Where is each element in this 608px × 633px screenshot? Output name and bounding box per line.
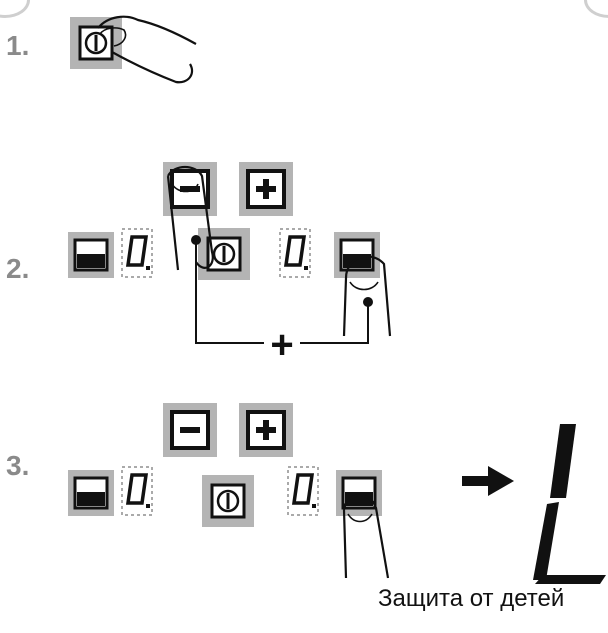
step-3-left-digit-display bbox=[120, 465, 154, 517]
step-2-plus-button[interactable] bbox=[237, 160, 295, 218]
step-2-finger-icon-right bbox=[342, 255, 392, 337]
step-3-minus-button[interactable] bbox=[161, 401, 219, 459]
step-2-left-digit-display bbox=[120, 227, 154, 279]
step-3-number: 3. bbox=[6, 450, 30, 481]
step-3-power-button[interactable] bbox=[200, 473, 256, 529]
step-3-left-zone-button[interactable] bbox=[66, 468, 116, 518]
step-2-number: 2. bbox=[6, 253, 30, 284]
step-1-power-button[interactable] bbox=[68, 15, 124, 71]
step-2-combine-plus: + bbox=[270, 323, 293, 367]
step-3-right-digit-display bbox=[286, 465, 320, 517]
step-2-right-digit-display bbox=[278, 227, 312, 279]
arrow-right-icon bbox=[462, 466, 514, 496]
step-3-plus-button[interactable] bbox=[237, 401, 295, 459]
step-2-left-zone-button[interactable] bbox=[66, 230, 116, 280]
step-2-power-button[interactable] bbox=[196, 226, 252, 282]
child-lock-result-display bbox=[533, 424, 606, 584]
step-3-finger-icon bbox=[342, 494, 390, 579]
child-lock-caption: Защита от детей bbox=[378, 585, 565, 612]
step-2-lock-button[interactable] bbox=[332, 230, 382, 280]
step-1-finger-icon bbox=[97, 15, 197, 84]
step-1-number: 1. bbox=[6, 30, 30, 61]
